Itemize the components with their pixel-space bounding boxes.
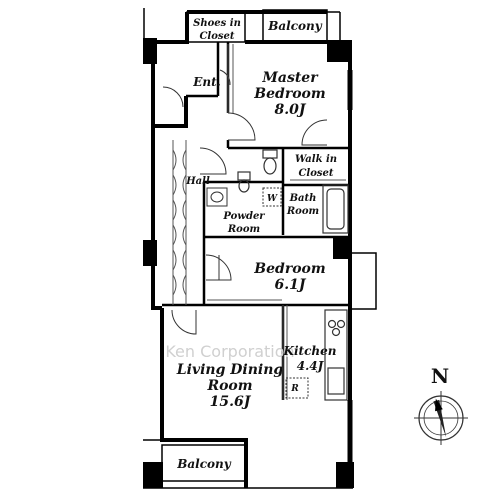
shoes-closet-label-2: Closet bbox=[199, 31, 234, 42]
walk-in-closet-label-2: Closet bbox=[298, 168, 333, 179]
master-bedroom-area: 8.0J bbox=[275, 102, 307, 118]
hall-closet bbox=[172, 140, 187, 305]
entrance-label: Ent. bbox=[192, 75, 221, 89]
windows bbox=[347, 70, 353, 470]
living-dining-label-2: Room bbox=[206, 378, 252, 394]
living-dining-label-1: Living Dining bbox=[176, 362, 284, 378]
powder-room-label-1: Powder bbox=[222, 211, 265, 222]
bathtub bbox=[322, 184, 349, 234]
master-bedroom-label-1: Master bbox=[261, 70, 319, 86]
powder-room-label-2: Room bbox=[227, 224, 260, 235]
hall-label: Hall bbox=[185, 176, 210, 187]
columns bbox=[143, 38, 354, 488]
kitchen-area: 4.4J bbox=[297, 359, 325, 373]
closet-hatch bbox=[207, 44, 346, 400]
living-dining-area: 15.6J bbox=[210, 394, 252, 410]
balcony-top-label: Balcony bbox=[267, 19, 323, 33]
refrigerator-spot bbox=[285, 377, 309, 399]
washer-box bbox=[262, 187, 282, 207]
watermark: Ken Corporation bbox=[165, 342, 294, 361]
door-swings bbox=[162, 69, 328, 335]
sink bbox=[206, 187, 228, 207]
kitchen-label: Kitchen bbox=[283, 344, 337, 358]
compass-icon bbox=[414, 391, 468, 445]
washer-mark: W bbox=[267, 194, 278, 204]
refrigerator-mark: R bbox=[290, 384, 299, 394]
bath-room-label-1: Bath bbox=[289, 193, 317, 204]
outer-walls bbox=[143, 10, 352, 488]
kitchen-counter bbox=[324, 309, 348, 401]
toilet bbox=[262, 149, 278, 175]
powder-toilet bbox=[237, 171, 251, 193]
bath-room-label-2: Room bbox=[286, 206, 319, 217]
room-labels: Shoes in Closet Balcony Ent. Master Bedr… bbox=[165, 18, 337, 471]
master-bedroom-label-2: Bedroom bbox=[253, 86, 325, 102]
bedroom-label: Bedroom bbox=[253, 261, 325, 277]
compass: N bbox=[414, 364, 468, 445]
shoes-closet-label-1: Shoes in bbox=[193, 18, 241, 29]
bedroom-area: 6.1J bbox=[275, 277, 307, 293]
walk-in-closet-label-1: Walk in bbox=[295, 154, 337, 165]
thin-walls bbox=[143, 8, 377, 489]
balcony-bottom-label: Balcony bbox=[176, 457, 232, 471]
compass-north-label: N bbox=[431, 364, 449, 388]
